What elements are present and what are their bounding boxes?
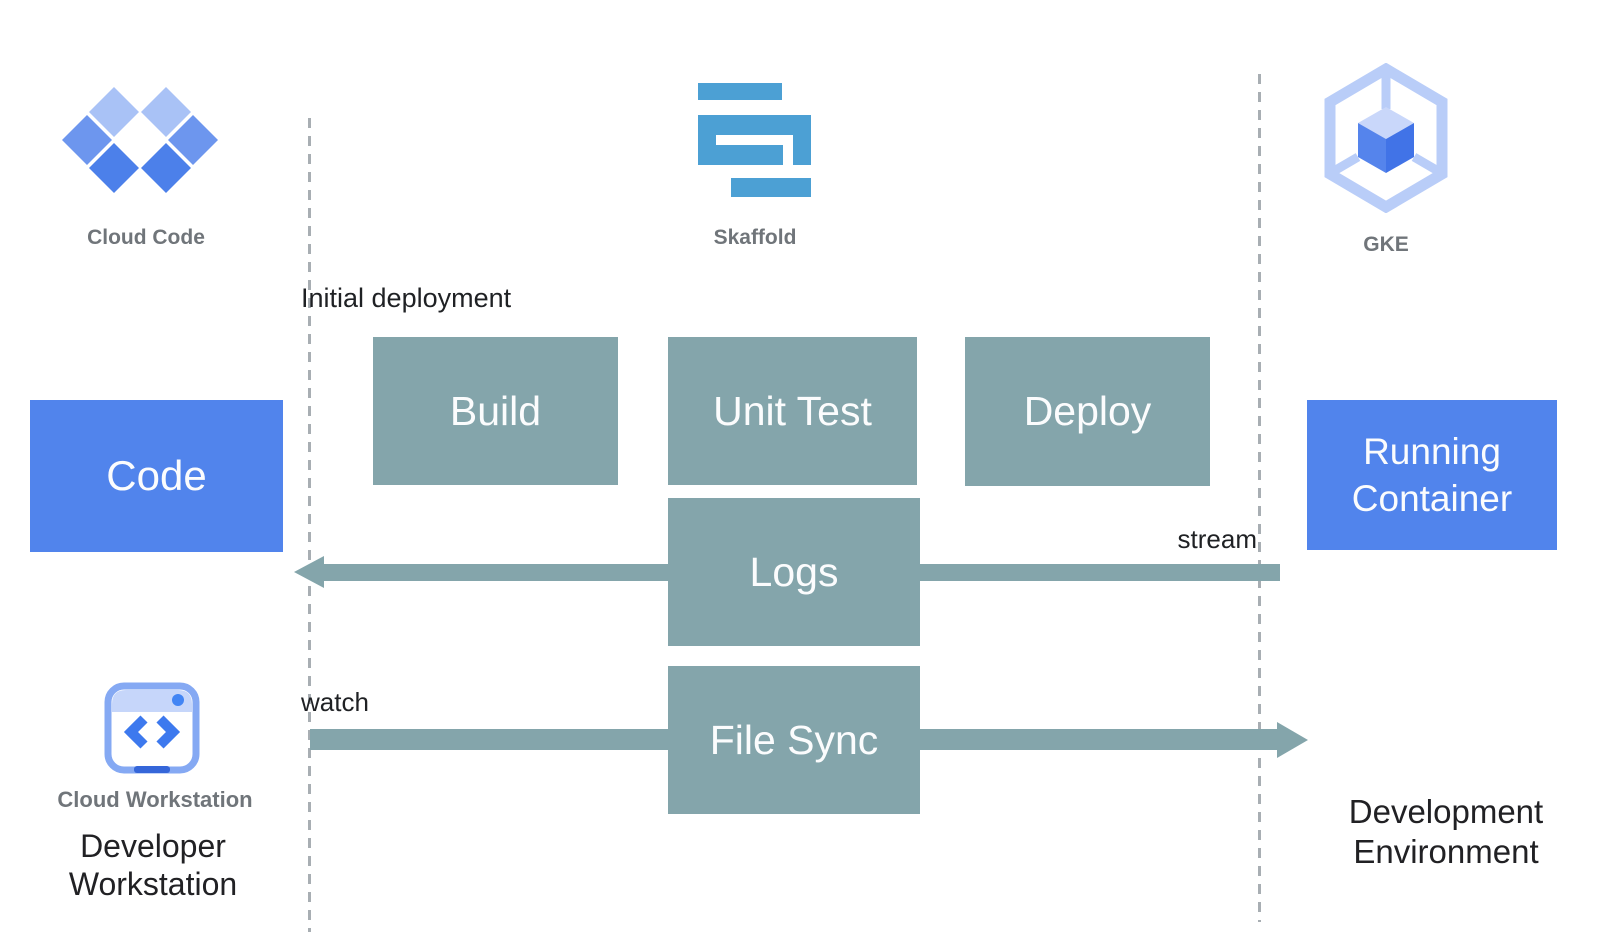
gke-hexagon	[1324, 63, 1448, 213]
gke-spoke-right	[1411, 153, 1441, 175]
diamond-top-left	[89, 87, 139, 137]
diamond-mid-left	[62, 115, 112, 165]
file-sync-arrowhead-right	[1277, 722, 1308, 758]
watch-annotation: watch	[301, 687, 369, 717]
developer-workstation-line1: Developer	[80, 828, 226, 864]
skaffold-bottom-bar	[731, 178, 811, 197]
right-lane-divider	[1258, 74, 1261, 922]
diamond-bottom-left	[89, 143, 139, 193]
diamond-top-right	[141, 87, 191, 137]
code-node: Code	[30, 400, 283, 552]
left-lane-divider	[308, 118, 311, 932]
gke-icon	[1324, 63, 1448, 213]
gke-label: GKE	[1363, 233, 1409, 256]
unit-test-node-label: Unit Test	[713, 387, 872, 434]
diamond-bottom-right	[141, 143, 191, 193]
file-sync-node: File Sync	[668, 666, 920, 814]
diamond-mid-right	[168, 115, 218, 165]
running-container-label-line2: Container	[1351, 478, 1513, 519]
build-node: Build	[373, 337, 618, 485]
skaffold-lower-s	[698, 115, 783, 165]
unit-test-node: Unit Test	[668, 337, 917, 485]
logs-node: Logs	[668, 498, 920, 646]
skaffold-upper-s	[716, 115, 811, 165]
running-container-node: Running Container	[1307, 400, 1557, 550]
logs-stream-arrowhead-left	[294, 556, 324, 588]
deploy-node: Deploy	[965, 337, 1210, 486]
skaffold-label: Skaffold	[713, 226, 797, 249]
code-chevron-right	[156, 715, 181, 749]
development-environment-line1: Development	[1348, 793, 1544, 830]
developer-workstation-line2: Workstation	[68, 866, 238, 902]
workstation-titlebar-dot	[172, 694, 184, 706]
development-environment-line2: Environment	[1353, 833, 1539, 870]
gke-cube-right-face	[1386, 123, 1414, 173]
cloud-code-label: Cloud Code	[87, 226, 205, 249]
gke-cube-left-face	[1358, 123, 1386, 173]
cloud-code-icon	[62, 87, 218, 193]
workstation-bottom-accent	[134, 766, 170, 773]
initial-deployment-annotation: Initial deployment	[301, 283, 512, 313]
skaffold-icon	[698, 83, 811, 197]
cloud-workstation-label: Cloud Workstation	[57, 787, 253, 812]
running-container-label-line1: Running	[1363, 431, 1501, 472]
developer-workstation-label: Developer Workstation	[33, 827, 273, 903]
stream-annotation: stream	[1177, 524, 1257, 554]
code-node-label: Code	[106, 452, 207, 499]
code-chevron-left	[123, 715, 148, 749]
development-environment-label: Development Environment	[1326, 792, 1566, 872]
file-sync-node-label: File Sync	[709, 716, 879, 763]
skaffold-top-bar	[698, 83, 782, 100]
logs-node-label: Logs	[749, 548, 839, 595]
deploy-node-label: Deploy	[1023, 388, 1152, 434]
gke-spoke-left	[1331, 153, 1361, 175]
build-node-label: Build	[449, 387, 542, 434]
workstation-titlebar	[112, 690, 192, 712]
cloud-workstation-icon	[104, 682, 200, 774]
